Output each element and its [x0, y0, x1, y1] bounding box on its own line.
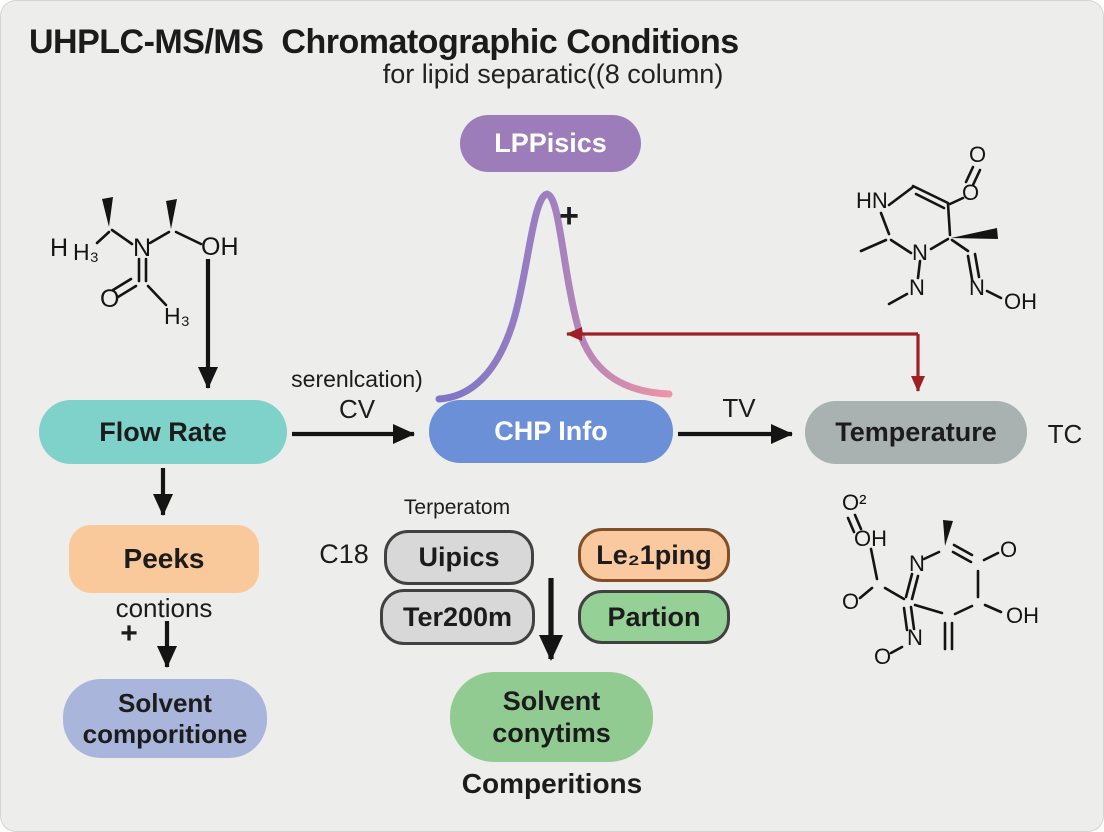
node-solvent-conytims-line2: conytims: [492, 718, 611, 748]
svg-text:H: H: [50, 234, 68, 262]
svg-text:OH: OH: [201, 233, 239, 261]
node-le21ping: Le₂1ping: [578, 528, 730, 582]
svg-text:OH: OH: [1006, 603, 1039, 628]
node-lppisics: LPPisics: [460, 115, 641, 172]
node-solvent-comporitione: Solvent comporitione: [63, 679, 267, 758]
svg-text:O: O: [962, 180, 979, 205]
node-chp-info-label: CHP Info: [494, 416, 608, 446]
svg-text:O: O: [100, 285, 119, 313]
svg-text:O: O: [1000, 537, 1017, 562]
molecule-structure-top-right: O O HN N N OH N: [856, 142, 1037, 314]
label-contions: contions: [115, 593, 213, 623]
svg-text:O: O: [842, 589, 859, 614]
label-tc: TC: [1047, 419, 1083, 449]
node-solvent-comporitione-line1: Solvent: [118, 687, 212, 718]
node-temperature-label: Temperature: [835, 417, 997, 447]
node-peeks: Peeks: [69, 525, 259, 593]
plus-sign-peak: +: [559, 197, 579, 235]
node-ter200m: Ter200m: [380, 589, 535, 645]
svg-text:N: N: [909, 551, 925, 576]
node-solvent-conytims: Solvent conytims: [450, 672, 653, 762]
svg-text:N: N: [912, 240, 928, 265]
label-c18: C18: [319, 539, 369, 569]
plus-sign-left: +: [120, 617, 138, 650]
node-ter200m-label: Ter200m: [402, 601, 513, 632]
node-le21ping-label: Le₂1ping: [596, 539, 712, 570]
node-uipics-label: Uipics: [418, 542, 500, 572]
node-flow-rate-label: Flow Rate: [99, 416, 227, 447]
svg-text:H₃: H₃: [164, 303, 190, 329]
node-peeks-label: Peeks: [123, 543, 205, 574]
edge-label-cv: CV: [338, 394, 376, 424]
node-temperature: Temperature: [805, 401, 1027, 464]
page-title: UHPLC-MS/MS Chromatographic Conditions: [29, 23, 739, 62]
red-connector-arrow: [566, 327, 925, 392]
node-solvent-conytims-line1: Solvent: [502, 685, 601, 716]
node-solvent-comporitione-line2: comporitione: [82, 718, 248, 749]
edge-label-serenlcation: serenlcation): [291, 366, 423, 392]
svg-text:OH: OH: [854, 526, 887, 551]
molecule-structure-left: H H₃ N OH O H₃: [50, 197, 239, 329]
node-partion-label: Partion: [607, 601, 701, 632]
svg-text:N: N: [969, 275, 985, 300]
svg-text:O²: O²: [842, 490, 866, 515]
node-flow-rate: Flow Rate: [39, 400, 287, 464]
svg-text:N: N: [907, 625, 923, 650]
edge-label-tv: TV: [722, 393, 756, 423]
svg-text:H₃: H₃: [73, 239, 99, 265]
label-comperitions: Comperitions: [461, 768, 643, 799]
svg-text:N: N: [909, 275, 925, 300]
node-partion: Partion: [578, 590, 730, 644]
node-lppisics-label: LPPisics: [494, 128, 607, 158]
svg-text:HN: HN: [856, 188, 888, 213]
molecule-structure-bottom-right: O² OH O N O OH N O: [842, 490, 1039, 669]
svg-text:N: N: [133, 234, 151, 262]
node-chp-info: CHP Info: [429, 400, 673, 463]
title-brand: UHPLC-MS/MS: [29, 23, 264, 61]
title-main: Chromatographic Conditions: [281, 23, 739, 61]
label-terperatom: Terperatom: [403, 496, 511, 519]
page-subtitle: for lipid separatic((8 column): [382, 59, 724, 89]
svg-text:OH: OH: [1004, 289, 1037, 314]
svg-text:O: O: [874, 644, 891, 669]
node-uipics: Uipics: [384, 530, 534, 585]
svg-text:O: O: [969, 142, 986, 167]
